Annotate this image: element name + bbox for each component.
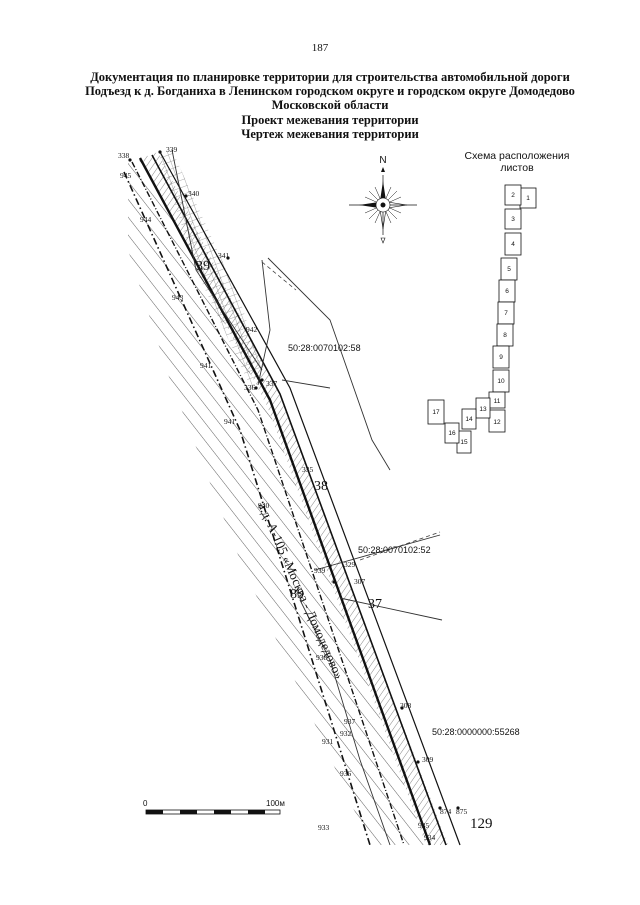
point-label-309: 309 bbox=[422, 755, 434, 764]
page-number: 187 bbox=[311, 42, 329, 54]
parcel-boundaries bbox=[171, 149, 443, 846]
sheet-label-14: 14 bbox=[465, 416, 473, 423]
title-block: Документация по планировке территории дл… bbox=[40, 70, 620, 141]
point-label-939: 939 bbox=[314, 566, 326, 575]
point-label-942: 942 bbox=[246, 325, 258, 334]
cadastral-number-58: 50:28:0070102:58 bbox=[288, 343, 361, 353]
point-label-9415: 941 bbox=[224, 417, 236, 426]
point-label-944: 944 bbox=[140, 215, 152, 224]
sheet-label-15: 15 bbox=[460, 439, 468, 446]
point-label-307: 307 bbox=[354, 577, 366, 586]
road-band bbox=[142, 152, 448, 845]
point-label-335: 335 bbox=[302, 465, 314, 474]
sheet-label-4: 4 bbox=[511, 241, 515, 248]
compass-north-label: N bbox=[379, 155, 386, 166]
sheet-label-6: 6 bbox=[505, 288, 509, 295]
point-label-308: 308 bbox=[400, 701, 412, 710]
sheet-label-16: 16 bbox=[448, 430, 456, 437]
sheet-label-8: 8 bbox=[503, 332, 507, 339]
zone-number-37: 37 bbox=[368, 597, 382, 612]
point-label-940: 940 bbox=[258, 501, 270, 510]
scale-end: 100м bbox=[266, 799, 285, 808]
zone-number-38: 38 bbox=[314, 479, 328, 494]
sheet-label-10: 10 bbox=[497, 378, 505, 385]
title-line-4: Проект межевания территории bbox=[241, 112, 419, 127]
point-label-932: 932 bbox=[340, 729, 352, 738]
point-label-934: 934 bbox=[424, 833, 436, 842]
sheet-label-7: 7 bbox=[504, 310, 508, 317]
zone-number-129: 129 bbox=[470, 816, 493, 832]
zone-number-39: 39 bbox=[196, 259, 210, 274]
point-label-336: 336 bbox=[244, 383, 256, 392]
zone-number-89: 89 bbox=[290, 587, 304, 602]
point-label-874: 874 bbox=[440, 807, 452, 816]
title-line-2: Подъезд к д. Богданиха в Ленинском город… bbox=[85, 84, 575, 99]
point-label-339: 339 bbox=[166, 145, 178, 154]
sheet-label-2: 2 bbox=[511, 192, 515, 199]
sheet-scheme bbox=[427, 184, 537, 454]
sheet-label-3: 3 bbox=[511, 216, 515, 223]
point-label-329: 329 bbox=[344, 560, 356, 569]
sheet-scheme-title-line-1: Схема расположения bbox=[464, 150, 570, 162]
sheet-label-9: 9 bbox=[499, 354, 503, 361]
point-label-945: 945 bbox=[120, 171, 132, 180]
cadastral-number-55268: 50:28:0000000:55268 bbox=[432, 727, 520, 737]
cadastral-number-52: 50:28:0070102:52 bbox=[358, 545, 431, 555]
point-label-340: 340 bbox=[188, 189, 200, 198]
sheet-label-12: 12 bbox=[493, 419, 501, 426]
sheet-label-1: 1 bbox=[526, 195, 530, 202]
scale-bar: 0 100м bbox=[143, 799, 285, 815]
point-labels: 338 339 340 341 337 336 335 329 307 308 … bbox=[118, 145, 468, 842]
title-line-3: Московской области bbox=[271, 98, 389, 113]
point-label-936: 936 bbox=[340, 769, 352, 778]
title-line-5: Чертеж межевания территории bbox=[241, 126, 419, 141]
sheet-scheme-labels: 1 2 3 4 5 6 7 8 9 10 11 12 13 14 15 16 1… bbox=[432, 192, 530, 446]
point-markers bbox=[128, 150, 460, 810]
sheet-scheme-title: Схема расположения листов bbox=[452, 150, 582, 174]
point-label-941: 941 bbox=[200, 361, 212, 370]
point-label-935: 935 bbox=[418, 821, 430, 830]
hatched-zone-left bbox=[128, 160, 426, 845]
sheet-scheme-title-line-2: листов bbox=[500, 162, 534, 174]
point-label-933: 933 bbox=[318, 823, 330, 832]
point-label-931: 931 bbox=[322, 737, 334, 746]
point-label-938: 938 bbox=[316, 653, 328, 662]
sheet-label-11: 11 bbox=[494, 398, 501, 405]
point-label-337: 337 bbox=[266, 379, 278, 388]
point-label-341: 341 bbox=[218, 251, 230, 260]
point-label-943: 943 bbox=[172, 293, 184, 302]
point-label-875: 875 bbox=[456, 807, 468, 816]
sheet-label-5: 5 bbox=[507, 266, 511, 273]
road-lines bbox=[123, 151, 461, 846]
scale-zero: 0 bbox=[143, 799, 148, 808]
compass-rose-icon: N bbox=[349, 155, 417, 244]
title-line-1: Документация по планировке территории дл… bbox=[90, 70, 570, 84]
sheet-label-13: 13 bbox=[479, 406, 487, 413]
point-label-937: 937 bbox=[344, 717, 356, 726]
cadastral-lines bbox=[261, 261, 441, 561]
point-label-338: 338 bbox=[118, 151, 130, 160]
sheet-label-17: 17 bbox=[432, 409, 440, 416]
